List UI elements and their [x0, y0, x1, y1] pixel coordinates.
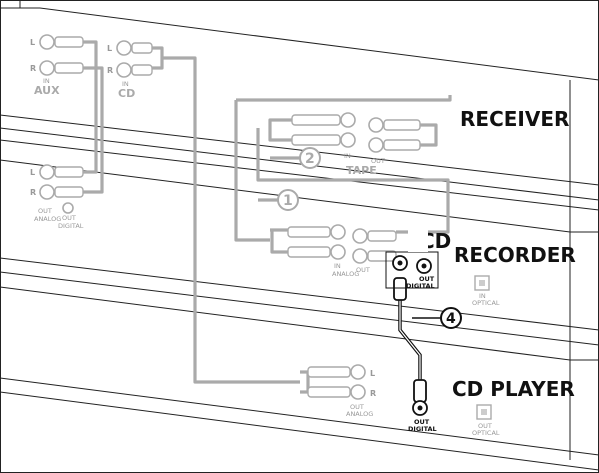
recorder-panel: IN OUT ANALOG OUT DIGITAL IN OPTICAL	[287, 224, 500, 307]
cd-right-jack	[116, 62, 132, 78]
recorder-out-right-plug	[367, 250, 397, 262]
player-right-label: R	[370, 389, 376, 398]
aux-right-label: R	[30, 64, 36, 73]
analog-right-jack	[39, 184, 55, 200]
aux-in-label: IN	[43, 77, 50, 85]
tape-in-right-plug	[291, 134, 341, 146]
analog-right-plug	[54, 186, 84, 198]
cd-player-title: CD PLAYER	[452, 377, 575, 401]
tape-out-right-plug	[383, 139, 421, 151]
recorder-out-label: OUT	[356, 266, 370, 274]
player-optical-out-label: OUT	[478, 422, 492, 430]
callout-4: 4	[412, 307, 462, 329]
digital-cable	[393, 277, 427, 403]
recorder-in-label: IN	[334, 262, 341, 270]
digital-out-jack	[62, 202, 74, 214]
recorder-optical-label: OPTICAL	[472, 299, 500, 307]
aux-name-label: AUX	[34, 84, 60, 97]
cd-left-plug	[131, 42, 153, 54]
recorder-analog-label: ANALOG	[332, 270, 359, 278]
callout-2-number: 2	[305, 151, 315, 167]
tape-name-label: TAPE	[346, 164, 377, 177]
player-optical-label: OPTICAL	[472, 429, 500, 437]
tape-out-right-jack	[368, 137, 384, 153]
analog-left-plug	[54, 166, 84, 178]
analog-left-label: L	[30, 168, 35, 177]
player-digital-label: DIGITAL	[408, 425, 437, 433]
analog-label: ANALOG	[34, 215, 61, 223]
aux-left-plug	[54, 36, 84, 48]
recorder-out-right-jack	[352, 248, 368, 264]
player-digital-out-label: OUT	[414, 418, 430, 426]
tape-in-left-jack	[340, 112, 356, 128]
cd-left-label: L	[107, 44, 112, 53]
digital-out-label: OUT	[62, 214, 76, 222]
aux-panel: L R IN AUX	[30, 34, 84, 97]
recorder-in-right-jack	[330, 244, 346, 260]
tape-in-left-plug	[291, 114, 341, 126]
aux-right-jack	[39, 60, 55, 76]
aux-left-jack	[39, 34, 55, 50]
player-analog-label: ANALOG	[346, 410, 373, 418]
analog-left-jack	[39, 164, 55, 180]
player-left-label: L	[370, 369, 375, 378]
cd-name-label: CD	[118, 87, 135, 100]
tape-panel: IN OUT TAPE	[291, 112, 421, 177]
recorder-digital-out-label: OUT	[419, 275, 435, 283]
cd-left-jack	[116, 40, 132, 56]
recorder-in-right-plug	[287, 246, 331, 258]
player-left-plug	[307, 366, 351, 378]
callout-2: 2	[270, 147, 321, 169]
callout-1: 1	[258, 189, 299, 211]
recorder-in-left-jack	[330, 224, 346, 240]
cd-right-plug	[131, 64, 153, 76]
cd-player-panel: L R OUT ANALOG OUT DIGITAL OUT OPTICAL	[307, 364, 500, 437]
recorder-in-left-plug	[287, 226, 331, 238]
recorder-prefix-cover	[408, 228, 428, 252]
receiver-title: RECEIVER	[460, 107, 569, 131]
player-left-jack	[350, 364, 366, 380]
tape-out-left-jack	[368, 117, 384, 133]
cd-in-panel: L R IN CD	[107, 40, 153, 100]
player-right-plug	[307, 386, 351, 398]
recorder-optical-in-label: IN	[479, 292, 486, 300]
analog-out-panel: L R OUT ANALOG OUT DIGITAL	[30, 164, 84, 230]
tape-out-label: OUT	[371, 157, 385, 165]
aux-left-label: L	[30, 38, 35, 47]
recorder-out-left-plug	[367, 230, 397, 242]
cd-in-label: IN	[122, 80, 129, 88]
recorder-digital-label: DIGITAL	[406, 282, 435, 290]
cd-right-label: R	[107, 66, 113, 75]
tape-in-label: IN	[344, 152, 351, 160]
tape-in-right-jack	[340, 132, 356, 148]
callout-4-number: 4	[446, 311, 456, 327]
analog-right-label: R	[30, 188, 36, 197]
player-out-label: OUT	[350, 403, 364, 411]
analog-out-label: OUT	[38, 207, 52, 215]
recorder-title: RECORDER	[454, 243, 576, 267]
tape-out-left-plug	[383, 119, 421, 131]
callout-1-number: 1	[283, 193, 293, 209]
analog-cables	[82, 40, 452, 394]
aux-right-plug	[54, 62, 84, 74]
digital-label: DIGITAL	[58, 222, 84, 230]
recorder-out-left-jack	[352, 228, 368, 244]
player-right-jack	[350, 384, 366, 400]
